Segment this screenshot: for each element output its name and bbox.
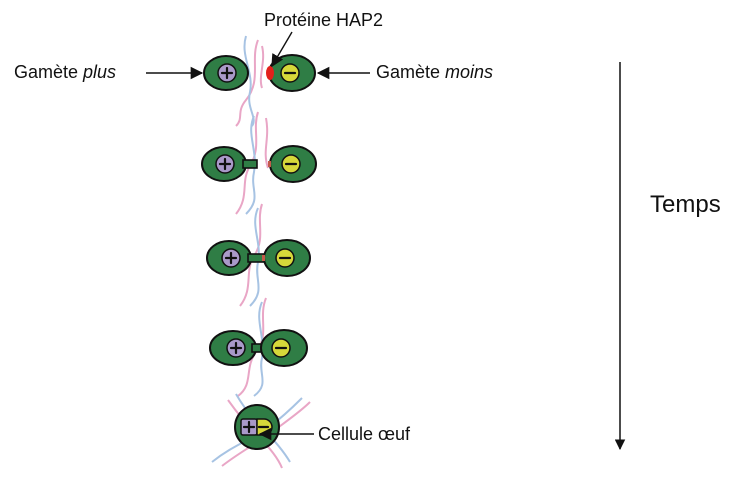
plus-sign-icon xyxy=(229,341,243,355)
protein-pointer-arrow xyxy=(271,31,293,68)
stage-tube-connected xyxy=(209,297,308,397)
plus-sign-icon xyxy=(220,66,234,80)
stage-tube-forming xyxy=(201,111,317,215)
hap2-protein-marker xyxy=(266,66,274,80)
zygote-label: Cellule œuf xyxy=(318,424,411,444)
stage-zygote xyxy=(211,393,311,469)
hap2-protein-marker xyxy=(268,161,271,167)
flagellum-pink xyxy=(235,39,259,127)
time-label: Temps xyxy=(650,191,721,218)
flagellum-pink xyxy=(259,45,265,89)
flagellum-blue xyxy=(253,301,264,397)
gamete-plus-label: Gamète plus xyxy=(14,62,116,82)
flagellum-blue xyxy=(245,115,256,215)
plus-sign-icon xyxy=(218,157,232,171)
plus-sign-icon xyxy=(242,420,256,434)
plus-sign-icon xyxy=(224,251,238,265)
gamete-minus-label: Gamète moins xyxy=(376,62,493,82)
flagellum-pink xyxy=(264,117,269,169)
hap2-protein-marker xyxy=(262,255,265,261)
protein-hap2-label: Protéine HAP2 xyxy=(264,10,383,30)
fertilization-tube xyxy=(242,159,258,169)
stage-initial-contact xyxy=(203,35,316,127)
stage-tube-extending xyxy=(206,203,311,307)
